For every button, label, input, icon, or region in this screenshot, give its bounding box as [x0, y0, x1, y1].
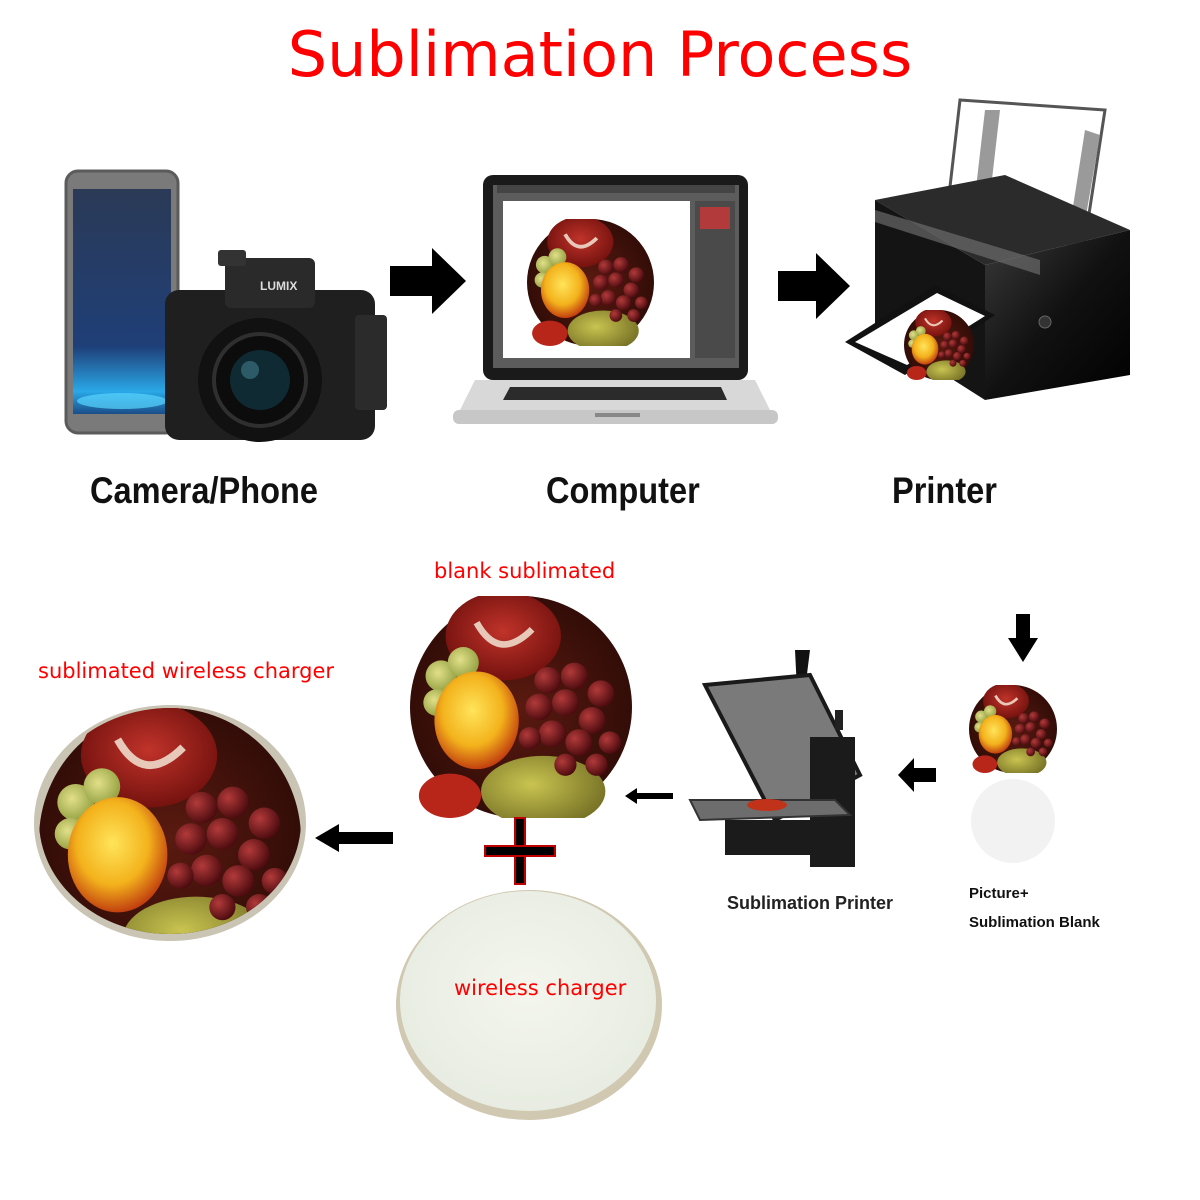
plus-icon	[484, 817, 556, 885]
computer-illustration	[445, 165, 785, 440]
left-arrow-icon	[625, 788, 673, 804]
laptop-icon	[453, 175, 778, 424]
left-arrow-icon	[898, 758, 936, 792]
blank-sublimated-disc	[410, 596, 635, 821]
step-label-computer: Computer	[546, 470, 700, 511]
picture-plus-label: Picture+	[969, 885, 1029, 902]
page-title: Sublimation Process	[287, 18, 913, 91]
printer-illustration	[845, 98, 1175, 440]
sublimated-wireless-charger-disc	[34, 705, 306, 941]
sublimation-printer-label: Sublimation Printer	[727, 893, 894, 913]
wireless-charger-icon	[396, 890, 662, 1120]
step-label-printer: Printer	[892, 470, 997, 511]
sublimated-wireless-charger-label: sublimated wireless charger	[38, 659, 335, 683]
phone-icon	[64, 169, 180, 435]
camera-phone-illustration: LUMIX	[60, 165, 390, 455]
camera-icon: LUMIX	[165, 250, 387, 442]
wireless-charger-label: wireless charger	[454, 976, 627, 1000]
left-arrow-icon	[315, 824, 393, 852]
heat-press-icon	[688, 650, 863, 867]
sublimation-blank-disc	[971, 779, 1055, 863]
picture-disc	[969, 685, 1057, 773]
right-arrow-icon	[778, 253, 850, 319]
sublimation-blank-label: Sublimation Blank	[969, 914, 1100, 931]
down-arrow-icon	[1008, 614, 1038, 662]
step-label-camera-phone: Camera/Phone	[90, 470, 319, 511]
camera-brand-text: LUMIX	[260, 279, 297, 293]
blank-sublimated-label: blank sublimated	[434, 559, 616, 583]
heat-press-illustration	[685, 645, 885, 870]
right-arrow-icon	[390, 248, 466, 314]
printer-icon	[845, 98, 1130, 400]
